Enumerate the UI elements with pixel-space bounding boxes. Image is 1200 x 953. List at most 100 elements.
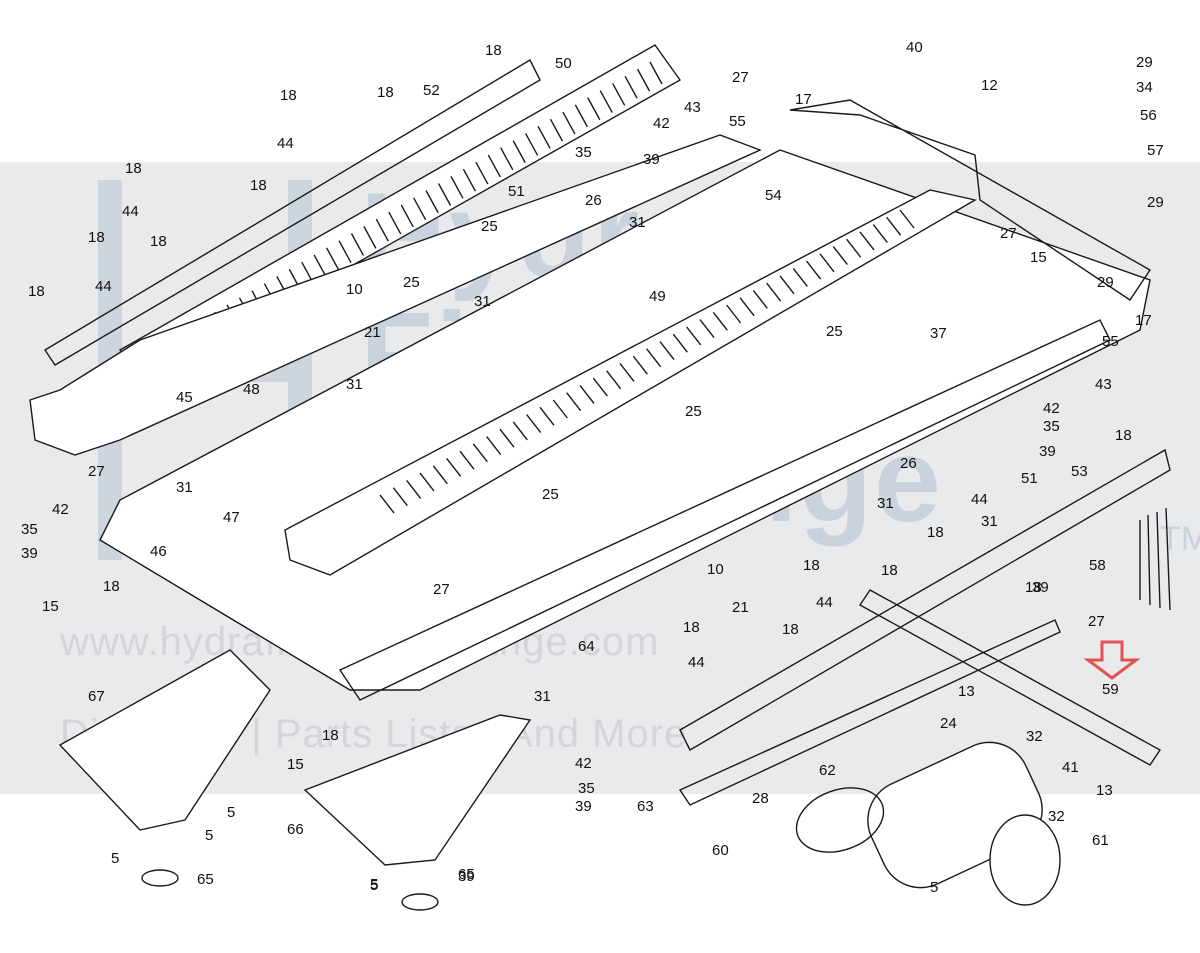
rail-slat [437, 183, 452, 206]
cable-ties [1139, 507, 1171, 611]
part-callout-24: 24 [940, 715, 957, 732]
part-callout-10: 10 [346, 281, 363, 298]
rail-slat [872, 224, 888, 244]
part-callout-18: 18 [150, 233, 167, 250]
side-rail-right [284, 189, 977, 576]
rail-slat [499, 428, 515, 448]
part-callout-51: 51 [508, 183, 525, 200]
part-callout-18: 18 [782, 621, 799, 638]
rail-slat [859, 231, 875, 251]
part-callout-26: 26 [900, 455, 917, 472]
part-callout-17: 17 [1135, 312, 1152, 329]
rail-slat [579, 384, 595, 404]
rail-slat [512, 421, 528, 441]
right-rail-slats [379, 209, 915, 514]
part-callout-27: 27 [732, 69, 749, 86]
rail-slat [549, 118, 564, 142]
part-callout-27: 27 [433, 581, 450, 598]
rail-slat [406, 479, 422, 499]
rail-slat [459, 450, 475, 470]
part-callout-21: 21 [364, 324, 381, 341]
part-callout-27: 27 [1088, 613, 1105, 630]
part-callout-29: 29 [1136, 54, 1153, 71]
part-callout-25: 25 [481, 218, 498, 235]
rail-slat [526, 414, 542, 434]
rail-slat [587, 97, 601, 121]
rail-slat [539, 406, 555, 426]
front-cover-right [303, 714, 532, 866]
part-callout-43: 43 [684, 99, 701, 116]
part-callout-65: 65 [458, 866, 475, 883]
rail-slat [537, 125, 551, 149]
rail-slat [432, 465, 448, 485]
part-callout-26: 26 [585, 192, 602, 209]
part-callout-21: 21 [732, 599, 749, 616]
rail-slat [649, 61, 663, 85]
part-callout-29: 29 [1097, 274, 1114, 291]
part-callout-44: 44 [95, 278, 112, 295]
part-callout-5: 5 [370, 877, 378, 894]
part-callout-45: 45 [176, 389, 193, 406]
part-callout-48: 48 [243, 381, 260, 398]
part-callout-39: 39 [575, 798, 592, 815]
rail-slat [566, 392, 582, 412]
rail-slat [886, 216, 902, 236]
rail-slat [313, 254, 327, 278]
part-callout-51: 51 [1021, 470, 1038, 487]
rail-slat [646, 348, 662, 368]
part-callout-35: 35 [21, 521, 38, 538]
part-callout-66: 66 [287, 821, 304, 838]
rail-slat [806, 260, 822, 280]
part-callout-18: 18 [103, 578, 120, 595]
part-callout-50: 50 [555, 55, 572, 72]
part-callout-18: 18 [1025, 579, 1042, 596]
rail-slat [699, 319, 715, 339]
rail-slat [792, 268, 808, 287]
rail-slat [606, 370, 622, 390]
part-callout-65: 65 [197, 871, 214, 888]
part-callout-39: 39 [1039, 443, 1056, 460]
part-callout-5: 5 [205, 827, 213, 844]
part-callout-41: 41 [1062, 759, 1079, 776]
rail-slat [392, 487, 408, 507]
part-callout-31: 31 [346, 376, 363, 393]
crossbar [338, 319, 1111, 701]
part-callout-25: 25 [403, 274, 420, 291]
part-callout-12: 12 [981, 77, 998, 94]
part-callout-55: 55 [1102, 333, 1119, 350]
rear-frame [789, 99, 1151, 301]
rail-slat [592, 377, 608, 397]
part-callout-18: 18 [88, 229, 105, 246]
part-callout-17: 17 [795, 91, 812, 108]
front-cover-left [58, 649, 271, 831]
part-callout-5: 5 [227, 804, 235, 821]
rail-slat [512, 140, 526, 163]
rail-slat [659, 341, 675, 360]
part-callout-18: 18 [683, 619, 700, 636]
part-callout-46: 46 [150, 543, 167, 560]
part-callout-31: 31 [981, 513, 998, 530]
part-callout-39: 39 [1032, 579, 1049, 596]
part-callout-18: 18 [250, 177, 267, 194]
part-callout-64: 64 [578, 638, 595, 655]
part-callout-32: 32 [1026, 728, 1043, 745]
roller [678, 619, 1061, 806]
rail-slat [413, 197, 427, 221]
lift-tube [679, 448, 1171, 751]
drive-belt [795, 787, 885, 853]
part-callout-35: 35 [575, 144, 592, 161]
part-callout-42: 42 [1043, 400, 1060, 417]
rail-slat [562, 111, 576, 135]
rail-slat [446, 458, 462, 477]
part-callout-25: 25 [685, 403, 702, 420]
rail-slat [766, 282, 782, 302]
highlight-arrow [1083, 640, 1141, 680]
rail-slat [599, 90, 613, 113]
part-callout-27: 27 [88, 463, 105, 480]
part-callout-42: 42 [575, 755, 592, 772]
rail-slat [612, 83, 626, 106]
part-callout-28: 28 [752, 790, 769, 807]
rail-slat [425, 190, 439, 213]
part-callout-34: 34 [1136, 79, 1153, 96]
